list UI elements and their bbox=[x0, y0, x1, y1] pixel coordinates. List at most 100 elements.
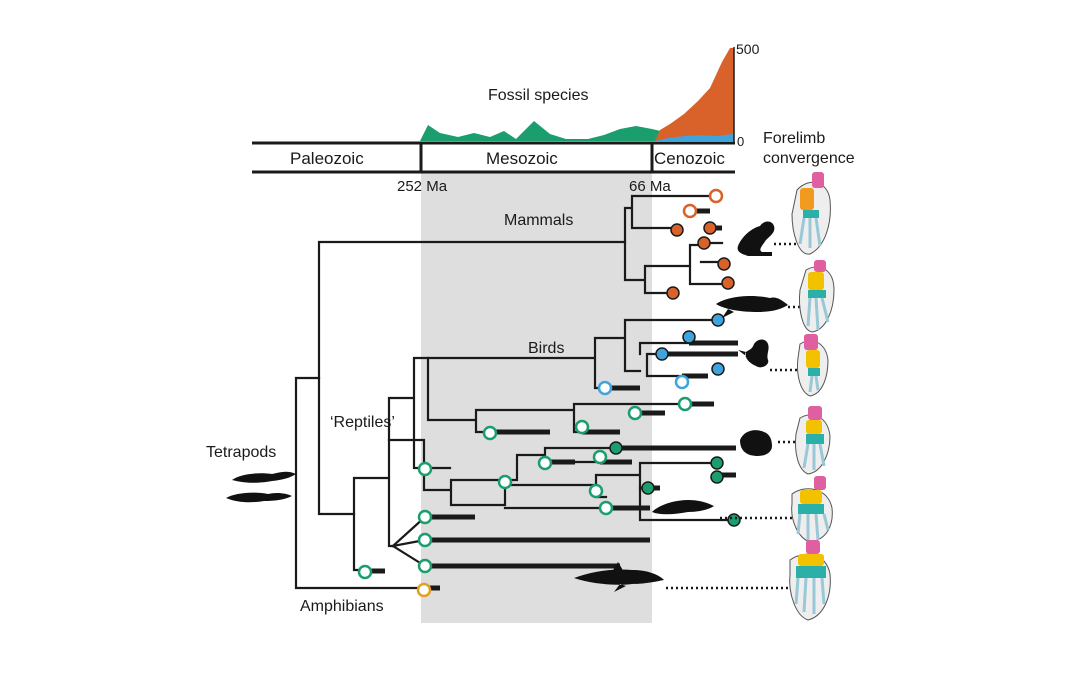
reptile-stem bbox=[352, 356, 430, 572]
diapsid-branches bbox=[426, 318, 720, 434]
digit-bones bbox=[798, 217, 822, 248]
reptile-node bbox=[627, 405, 643, 421]
mammal-node bbox=[721, 276, 735, 290]
humerus-bone bbox=[814, 476, 826, 490]
bird-node bbox=[597, 380, 613, 396]
sea-lion-silhouette bbox=[737, 221, 775, 256]
reptile-node bbox=[417, 509, 433, 525]
forelimb-whale bbox=[799, 260, 835, 333]
era-mesozoic: Mesozoic bbox=[486, 149, 558, 168]
amphibian-node bbox=[416, 582, 432, 598]
bird-node bbox=[674, 374, 690, 390]
clade-label-birds: Birds bbox=[528, 340, 564, 357]
reptile-node bbox=[609, 441, 623, 455]
penguin-silhouette bbox=[738, 339, 769, 368]
digit-bones bbox=[796, 513, 830, 541]
boundary-252-label: 252 Ma bbox=[397, 178, 448, 195]
reptile-node bbox=[727, 513, 741, 527]
tetrapod-ancestor-silhouettes bbox=[226, 471, 296, 503]
clade-label-mammals: Mammals bbox=[504, 212, 573, 229]
plesiosaur-silhouette bbox=[652, 500, 714, 516]
reptile-node bbox=[417, 461, 433, 477]
forelimb-ichthyosaur bbox=[789, 540, 831, 621]
radius-ulna-bone bbox=[800, 490, 822, 504]
reptile-node bbox=[482, 425, 498, 441]
reptile-node bbox=[592, 449, 608, 465]
carpal-bones bbox=[798, 504, 824, 514]
tetrapod-silhouette-lower bbox=[226, 492, 292, 503]
reptile-fossil-area bbox=[420, 121, 734, 141]
fossil-species-chart: 500 0 Fossil species bbox=[420, 41, 760, 149]
carpal-bones bbox=[806, 434, 824, 444]
digit-bones bbox=[808, 375, 820, 393]
reptile-node bbox=[357, 564, 373, 580]
amniote-branch bbox=[317, 240, 627, 516]
forelimb-header-line1: Forelimb bbox=[763, 130, 825, 147]
tree-nodes bbox=[357, 188, 741, 598]
digit-bones bbox=[794, 577, 826, 614]
reptile-node bbox=[588, 483, 604, 499]
reptile-node bbox=[677, 396, 693, 412]
forelimb-plesiosaur bbox=[791, 476, 833, 543]
reptile-node bbox=[710, 456, 724, 470]
clade-label-tetrapods: Tetrapods bbox=[206, 444, 276, 461]
digit-bones bbox=[806, 297, 830, 331]
reptile-node bbox=[574, 419, 590, 435]
mammal-branches bbox=[623, 194, 730, 295]
reptile-node bbox=[417, 558, 433, 574]
bird-node bbox=[655, 347, 669, 361]
radius-ulna-bone bbox=[798, 554, 824, 566]
fossil-chart-title: Fossil species bbox=[488, 87, 588, 104]
sea-turtle-silhouette bbox=[736, 428, 778, 456]
reptile-node bbox=[537, 455, 553, 471]
carpal-bones bbox=[796, 566, 826, 578]
forelimb-turtle bbox=[795, 406, 831, 475]
humerus-bone bbox=[804, 334, 818, 350]
ichthyosaur-silhouette bbox=[574, 562, 676, 592]
whale-silhouette bbox=[716, 296, 788, 318]
turtle-branches bbox=[387, 438, 719, 507]
root-branch bbox=[294, 376, 423, 590]
boundary-66-label: 66 Ma bbox=[629, 178, 671, 195]
mesozoic-shading bbox=[421, 172, 652, 623]
humerus-bone bbox=[806, 540, 820, 554]
reptile-node bbox=[598, 500, 614, 516]
era-cenozoic: Cenozoic bbox=[654, 149, 725, 168]
bird-node bbox=[682, 330, 696, 344]
radius-ulna-bone bbox=[808, 272, 824, 290]
polytomy-thick bbox=[365, 514, 650, 591]
mammal-node bbox=[697, 236, 711, 250]
fossil-axis-min-label: 0 bbox=[737, 134, 744, 149]
tetrapod-silhouette-upper bbox=[232, 471, 296, 486]
carpal-bones bbox=[808, 368, 820, 376]
reptile-node bbox=[641, 481, 655, 495]
digit-bones bbox=[802, 443, 826, 470]
extra-branches bbox=[423, 466, 736, 522]
forelimb-header-line2: convergence bbox=[763, 150, 855, 167]
reptile-node bbox=[497, 474, 513, 490]
humerus-bone bbox=[808, 406, 822, 420]
clade-label-reptiles: ‘Reptiles’ bbox=[330, 414, 395, 431]
mammal-fossil-area bbox=[655, 48, 734, 141]
radius-ulna-bone bbox=[806, 350, 820, 368]
radius-ulna-bone bbox=[800, 188, 814, 210]
fossil-axis-max-label: 500 bbox=[736, 41, 760, 57]
forelimb-sea-lion bbox=[791, 172, 831, 255]
humerus-bone bbox=[814, 260, 826, 272]
mammal-node bbox=[708, 188, 724, 204]
bird-node bbox=[711, 313, 725, 327]
turtle-thick bbox=[545, 445, 736, 511]
diapsid-thick bbox=[490, 340, 738, 435]
radius-ulna-bone bbox=[806, 420, 822, 434]
timescale-bar: Paleozoic Mesozoic Cenozoic 252 Ma 66 Ma bbox=[252, 141, 735, 195]
mammal-node bbox=[682, 203, 698, 219]
polytomy-branches bbox=[391, 515, 434, 568]
mammal-node bbox=[717, 257, 731, 271]
bird-fossil-area bbox=[655, 134, 734, 141]
reptile-node bbox=[417, 532, 433, 548]
forelimb-penguin bbox=[797, 334, 829, 397]
reptile-node bbox=[710, 470, 724, 484]
humerus-bone bbox=[812, 172, 824, 188]
carpal-bones bbox=[808, 290, 826, 298]
